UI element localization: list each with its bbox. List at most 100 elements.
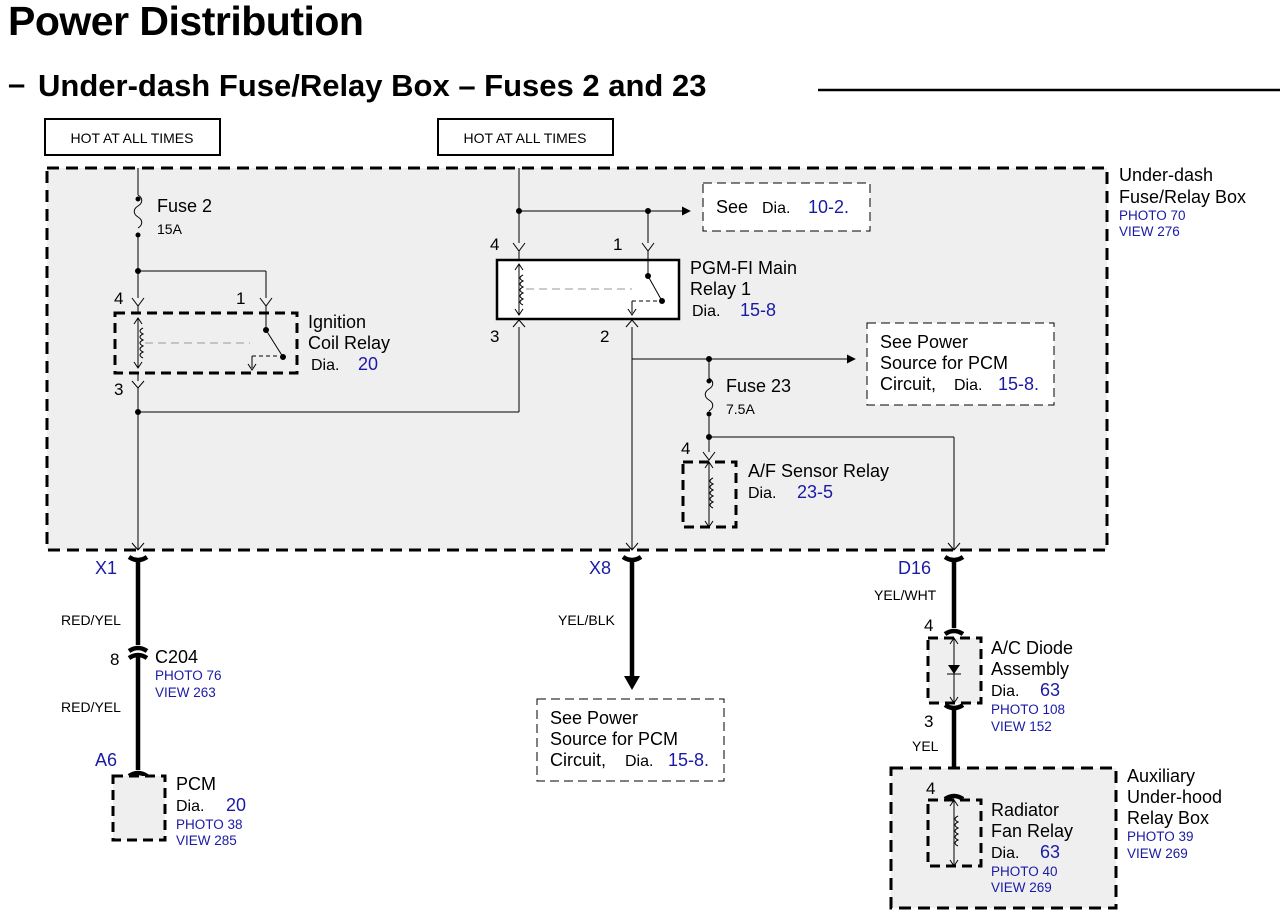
aux-photo: PHOTO 39 [1127,829,1194,844]
wire-red-yel-lower: RED/YEL [61,699,121,715]
ignition-coil-relay [113,311,299,375]
left-circuit [131,168,273,312]
hot-source-left-label: HOT AT ALL TIMES [71,130,194,146]
af-sensor-relay [681,460,738,529]
see-power-upper-ref: 15-8. [998,374,1039,394]
aux-view: VIEW 269 [1127,846,1188,861]
ac-diode-assembly [926,636,983,705]
ac-diode-line2: Assembly [991,659,1069,679]
box-terminals [131,542,961,551]
connector-a6: A6 [95,750,117,770]
see-power-lower-line1: See Power [550,708,638,728]
pgmfi-main-relay [495,258,681,321]
see-power-upper-line2: Source for PCM [880,353,1008,373]
ac-diode-line1: A/C Diode [991,638,1073,658]
aux-line3: Relay Box [1127,808,1209,828]
radiator-terminal [943,793,965,801]
middle-circuit [512,168,691,259]
fuse-box-label: Under-dash Fuse/Relay Box PHOTO 70 VIEW … [1119,165,1246,239]
fuse23-symbol [704,377,714,412]
ac-diode-ref: 63 [1040,680,1060,700]
connector-x8: X8 [589,558,611,578]
radiator-line1: Radiator [991,800,1059,820]
radiator-photo: PHOTO 40 [991,864,1058,879]
hot-source-right: HOT AT ALL TIMES [437,118,614,156]
af-pin4: 4 [681,439,690,458]
ac-diode-pin-top: 4 [924,616,933,635]
see-10-2-dia: Dia. [762,200,790,217]
ac-diode-dia: Dia. [991,683,1019,700]
fuse-box-line2: Fuse/Relay Box [1119,187,1246,207]
pcm-ref: 20 [226,795,246,815]
af-dia: Dia. [748,485,776,502]
pgmfi-line1: PGM-FI Main [690,258,797,278]
see-10-2-ref: 10-2. [808,197,849,217]
pgmfi-pin2: 2 [600,327,609,346]
wire-yel: YEL [912,738,939,754]
see-power-lower-line2: Source for PCM [550,729,678,749]
af-name: A/F Sensor Relay [748,461,889,481]
wire-yel-blk: YEL/BLK [558,612,615,628]
wire-red-yel-upper: RED/YEL [61,612,121,628]
diode-icon [948,665,960,674]
see-power-upper-line3: Circuit, [880,374,936,394]
see-power-lower-box: See Power Source for PCM Circuit, Dia. 1… [536,698,725,782]
fuse-box-line1: Under-dash [1119,165,1213,185]
c204-name: C204 [155,647,198,667]
fuse2-name: Fuse 2 [157,196,212,216]
page-subtitle: Under-dash Fuse/Relay Box – Fuses 2 and … [38,68,707,103]
ignition-dia: Dia. [311,357,339,374]
pgmfi-pin1: 1 [613,235,622,254]
fuse2-symbol [133,194,143,229]
pcm-name: PCM [176,774,216,794]
left-lower-wiring [131,334,520,549]
see-10-2-box: See Dia. 10-2. [702,182,871,232]
c204-pin: 8 [110,650,119,669]
yel-blk-arrowhead [624,676,640,690]
c204-photo: PHOTO 76 [155,668,222,683]
fuse-box-view: VIEW 276 [1119,224,1180,239]
aux-line2: Under-hood [1127,787,1222,807]
see-power-lower-dia: Dia. [625,753,653,770]
subtitle-dash: – [8,66,26,101]
ac-diode-photo: PHOTO 108 [991,702,1065,717]
pgmfi-pin3: 3 [490,327,499,346]
see-power-upper-line1: See Power [880,332,968,352]
ignition-line1: Ignition [308,312,366,332]
radiator-ref: 63 [1040,842,1060,862]
c204-view: VIEW 263 [155,685,216,700]
radiator-line2: Fan Relay [991,821,1073,841]
pcm-dia: Dia. [176,798,204,815]
heavy-wires [127,555,965,793]
ignition-pin1: 1 [236,289,245,308]
connector-x1: X1 [95,558,117,578]
fuse23-name: Fuse 23 [726,376,791,396]
radiator-dia: Dia. [991,845,1019,862]
af-ref: 23-5 [797,482,833,502]
pgmfi-line2: Relay 1 [690,279,751,299]
see-10-2-see: See [716,197,748,217]
pgmfi-pin4: 4 [490,235,499,254]
fuse-box-photo: PHOTO 70 [1119,208,1186,223]
see-power-upper-box: See Power Source for PCM Circuit, Dia. 1… [866,322,1055,406]
ignition-line2: Coil Relay [308,333,390,353]
radiator-fan-relay [926,798,983,868]
pcm-view: VIEW 285 [176,833,237,848]
pcm-box: PCM Dia. 20 PHOTO 38 VIEW 285 [111,774,246,848]
pgmfi-ref: 15-8 [740,300,776,320]
pcm-photo: PHOTO 38 [176,817,243,832]
radiator-view: VIEW 269 [991,880,1052,895]
aux-box-label: Auxiliary Under-hood Relay Box PHOTO 39 … [1127,766,1222,861]
aux-line1: Auxiliary [1127,766,1195,786]
ac-diode-view: VIEW 152 [991,719,1052,734]
page-title: Power Distribution [8,0,364,44]
see-power-lower-line3: Circuit, [550,750,606,770]
see-power-upper-dia: Dia. [954,377,982,394]
pgmfi-dia: Dia. [692,303,720,320]
ignition-ref: 20 [358,354,378,374]
wire-yel-wht: YEL/WHT [874,587,937,603]
ignition-pin4: 4 [114,289,123,308]
hot-source-right-label: HOT AT ALL TIMES [464,130,587,146]
ignition-pin3: 3 [114,380,123,399]
